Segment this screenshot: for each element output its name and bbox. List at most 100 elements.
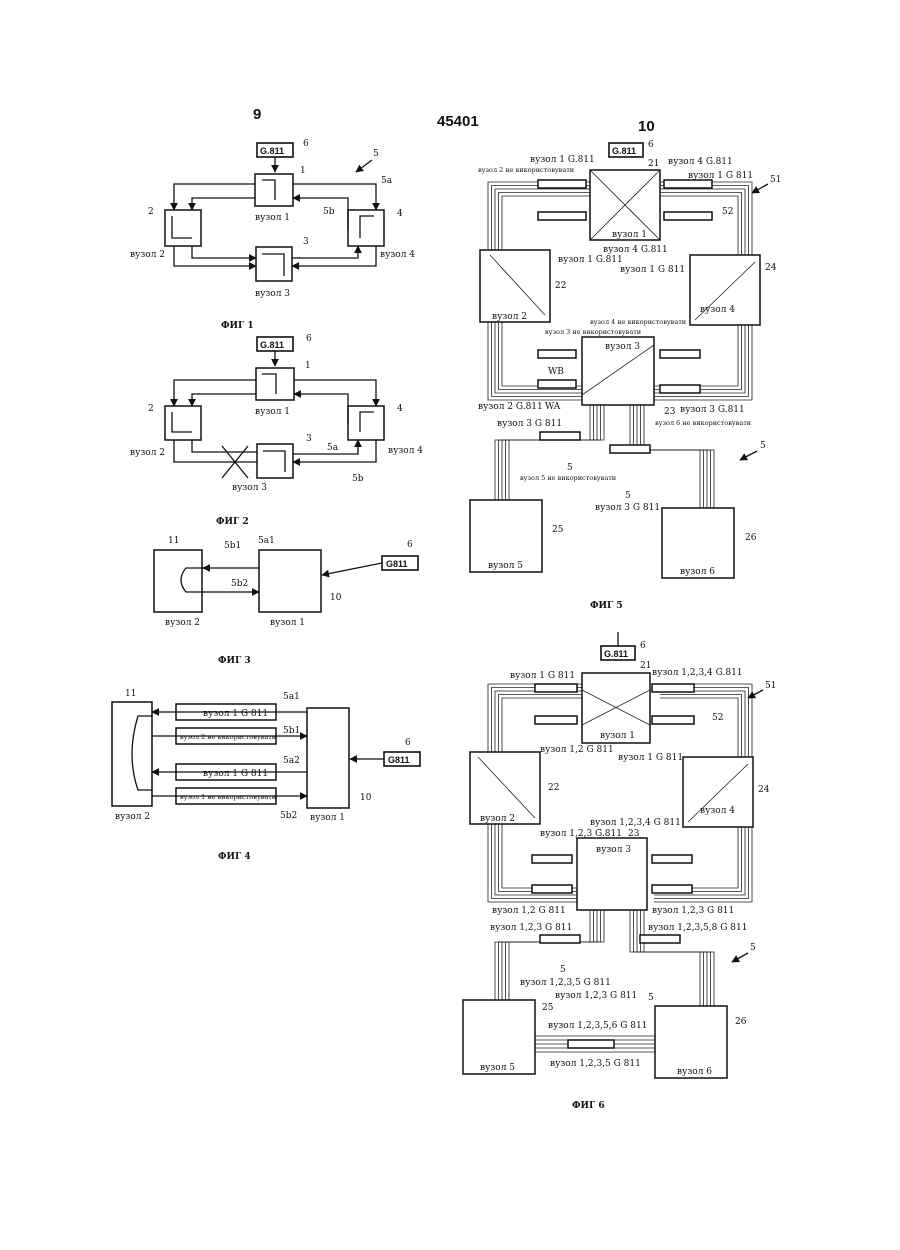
ref-label: 52 <box>712 713 723 723</box>
node-1-box <box>259 550 321 612</box>
channel-module <box>532 885 572 893</box>
channel-module <box>660 385 700 393</box>
ref-label: 21 <box>640 661 651 671</box>
node-2-box <box>154 550 202 612</box>
node-1-label: вузол 1 <box>310 813 345 823</box>
ref-label: 5 <box>750 943 756 953</box>
node-1-box <box>307 708 349 808</box>
channel-label: вузол 1 G 811 <box>203 709 268 719</box>
channel-label: вузол 1,2,3 G.811 <box>540 829 622 839</box>
ref-label: 3 <box>306 434 312 444</box>
ref-label: 6 <box>303 139 309 149</box>
channel-module <box>540 432 580 440</box>
outer-ring-link <box>292 246 376 266</box>
channel-module <box>610 445 650 453</box>
node-1-label: вузол 1 <box>612 230 647 240</box>
ref-label: 5b2 <box>231 579 248 589</box>
channel-label: вузол 1 G 811 <box>620 265 685 275</box>
channel-label: вузол 3 не використовувати <box>545 328 641 336</box>
pointer-arrow <box>732 953 748 962</box>
g811-label: G811 <box>388 755 410 765</box>
channel-module <box>652 855 692 863</box>
node-6-label: вузол 6 <box>680 567 715 577</box>
ref-label: 23 <box>628 829 640 839</box>
channel-label: вузол 1,2,3 G 811 <box>555 991 637 1001</box>
ref-label: 10 <box>360 793 372 803</box>
node-4-label: вузол 4 <box>388 446 423 456</box>
node-1-label: вузол 1 <box>270 618 305 628</box>
ref-label: 5 <box>760 441 766 451</box>
wire-line <box>660 695 742 758</box>
channel-module <box>538 350 576 358</box>
ref-label: 5b1 <box>283 726 300 736</box>
outer-ring-link <box>293 184 376 210</box>
g811-label: G.811 <box>260 340 284 350</box>
channel-label: вузол 1,2,3,5 G 811 <box>550 1059 641 1069</box>
figure-caption: ФИГ 6 <box>572 1101 605 1111</box>
channel-label: вузол 1 G 811 <box>618 753 683 763</box>
ref-label: 23 <box>664 407 676 417</box>
channel-label: вузол 3 G 811 <box>497 419 562 429</box>
channel-label: вузол 1 G.811 <box>530 155 595 165</box>
channel-module <box>652 885 692 893</box>
channel-label: вузол 1,2,3,4 G.811 <box>652 668 743 678</box>
figure-caption: ФИГ 5 <box>590 601 623 611</box>
channel-label: вузол 1 G 811 <box>688 171 753 181</box>
node-1-label: вузол 1 <box>255 407 290 417</box>
node-2-label: вузол 2 <box>130 448 165 458</box>
channel-label: вузол 4 G.811 <box>603 245 668 255</box>
ref-label: 5a1 <box>258 536 275 546</box>
channel-label: вузол 1,2 G 811 <box>540 745 614 755</box>
pointer-arrow <box>740 451 757 460</box>
node-5-label: вузол 5 <box>488 561 523 571</box>
ref-label: 6 <box>306 334 312 344</box>
figure-caption: ФИГ 4 <box>218 852 251 862</box>
ref-label: 1 <box>305 361 311 371</box>
node-3-box <box>256 247 292 281</box>
ref-label: 5 <box>648 993 654 1003</box>
pointer-arrow <box>356 160 372 172</box>
ref-label: 6 <box>640 641 646 651</box>
figure-3: 11 5b1 5a1 5b2 G811 6 10 вузол 2 вузол 1… <box>154 536 418 666</box>
pointer-arrow <box>752 184 768 193</box>
inner-ring-link <box>192 246 256 258</box>
ref-label: 11 <box>168 536 179 546</box>
outer-ring-link <box>174 246 256 266</box>
figure-4: 11 вузол 1 G 811 вузол 2 не використовув… <box>112 689 420 862</box>
wire-line <box>502 698 590 752</box>
ref-label: 2 <box>148 404 154 414</box>
channel-label: вузол 4 не використовувати <box>590 318 686 326</box>
ref-label: 1 <box>300 166 306 176</box>
node-4-label: вузол 4 <box>700 305 735 315</box>
channel-label: вузол 1,2,3,4 G 811 <box>590 818 681 828</box>
g811-label: G.811 <box>604 649 628 659</box>
channel-label: вузол 1 G 811 <box>510 671 575 681</box>
g811-label: G.811 <box>260 146 284 156</box>
wire-line <box>660 698 738 757</box>
node-2-label: вузол 2 <box>165 618 200 628</box>
channel-module <box>660 350 700 358</box>
channel-label: вузол 1 G 811 <box>203 769 268 779</box>
channel-module <box>652 684 694 692</box>
channel-label: WA <box>545 402 561 412</box>
channel-label: вузол 4 G.811 <box>668 157 733 167</box>
channel-label: вузол 1 не використовувати <box>180 793 276 801</box>
figure-5: G.811 6 вузол 1 21 вузол 2 22 вузол 4 24… <box>470 140 781 611</box>
ref-label: 5a2 <box>283 756 300 766</box>
channel-module <box>568 1040 614 1048</box>
inner-ring-link <box>192 198 255 210</box>
channel-label: вузол 1,2,3,5,8 G 811 <box>648 923 747 933</box>
ref-label: 52 <box>722 207 733 217</box>
ref-label: 6 <box>407 540 413 550</box>
ref-label: 11 <box>125 689 136 699</box>
channel-module <box>652 716 694 724</box>
channel-module <box>535 716 577 724</box>
figure-1: G.811 6 1 вузол 1 2 вузол 2 4 вузол 4 3 … <box>130 139 415 331</box>
channel-label: вузол 1,2 G 811 <box>492 906 566 916</box>
node-1-box <box>256 368 294 400</box>
ref-label: 21 <box>648 159 659 169</box>
ref-label: 4 <box>397 209 403 219</box>
ref-label: 5b1 <box>224 541 241 551</box>
ref-label: 25 <box>552 525 564 535</box>
